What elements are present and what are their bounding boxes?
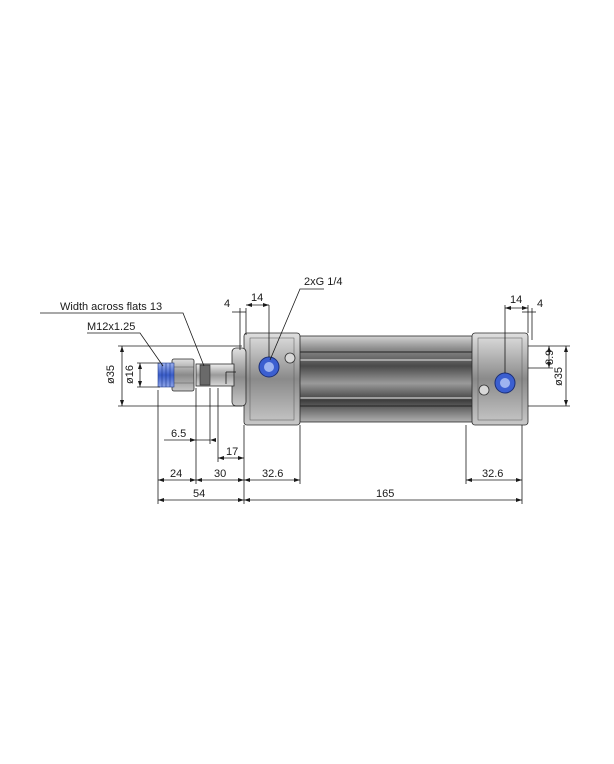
lock-nut xyxy=(171,358,195,392)
label-dim-14-left: 14 xyxy=(251,292,263,304)
label-dim-165: 165 xyxy=(376,488,394,500)
label-dim-4-left: 4 xyxy=(224,298,230,310)
rear-small-hole xyxy=(478,384,490,396)
cylinder-body xyxy=(295,335,475,423)
front-end-cap xyxy=(243,332,301,426)
label-dim-17: 17 xyxy=(226,446,238,458)
label-dia-35-left: ø35 xyxy=(105,365,117,384)
front-air-port xyxy=(258,356,280,378)
label-dim-4-right: 4 xyxy=(537,298,543,310)
label-thread: M12x1.25 xyxy=(87,321,135,333)
front-small-hole xyxy=(284,352,296,364)
label-dim-24: 24 xyxy=(170,468,182,480)
label-dim-32-6-left: 32.6 xyxy=(262,468,283,480)
label-dim-32-6-right: 32.6 xyxy=(482,468,503,480)
rear-air-port xyxy=(494,372,516,394)
rod-flat xyxy=(199,364,211,386)
dimension-arrows xyxy=(120,303,568,502)
label-dim-54: 54 xyxy=(193,488,205,500)
label-dim-14-right: 14 xyxy=(510,294,522,306)
label-width-across-flats: Width across flats 13 xyxy=(60,301,162,313)
label-dim-6-5: 6.5 xyxy=(171,428,186,440)
dimension-labels: Width across flats 13 M12x1.25 2xG 1/4 ø… xyxy=(60,276,565,500)
label-dia-35-right: ø35 xyxy=(553,367,565,386)
rod-thread xyxy=(157,362,175,388)
label-port-thread: 2xG 1/4 xyxy=(304,276,343,288)
label-dia-16: ø16 xyxy=(124,365,136,384)
label-dim-8-9: 8.9 xyxy=(544,350,556,365)
label-dim-30: 30 xyxy=(214,468,226,480)
